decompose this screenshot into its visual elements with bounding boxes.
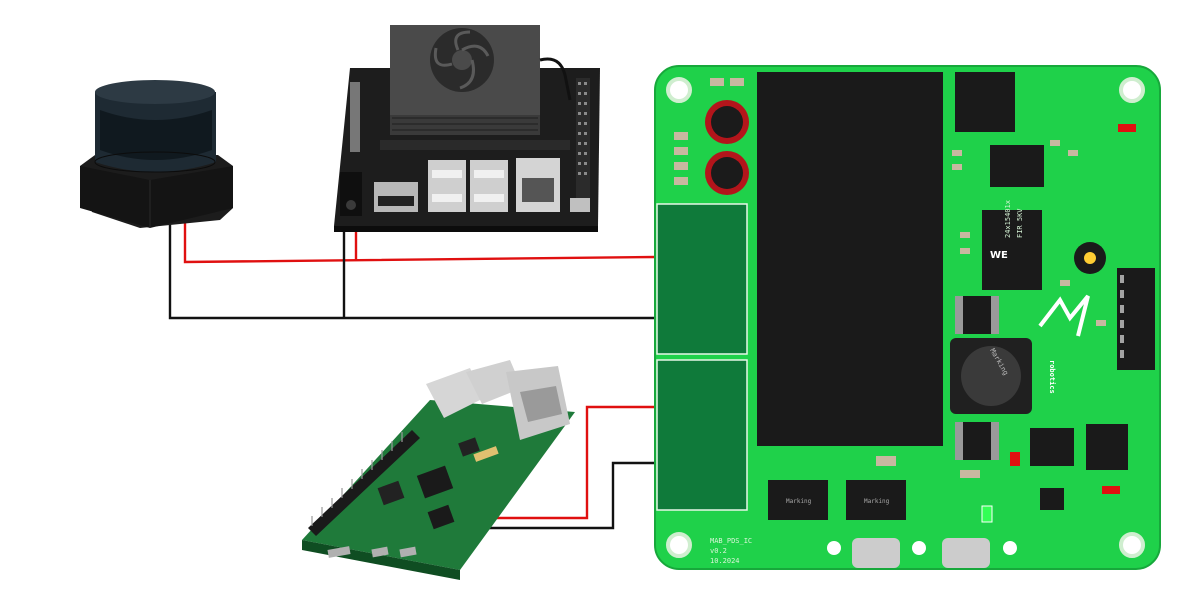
usb-stack-1 bbox=[426, 368, 484, 418]
lidar-positive-wire bbox=[183, 222, 656, 264]
diode-2-marking: Marking bbox=[864, 498, 890, 505]
usb-port-1 bbox=[428, 160, 466, 212]
module-logo: WE bbox=[990, 250, 1008, 261]
wiring bbox=[168, 218, 656, 530]
soc-chip bbox=[416, 465, 454, 499]
gpio-header-pins bbox=[578, 82, 587, 175]
board-name: MAB_PDS_IC bbox=[710, 537, 752, 545]
brand-name: robotics bbox=[1048, 360, 1056, 394]
board-version: v0.2 bbox=[710, 547, 727, 555]
connector-tab-2 bbox=[942, 538, 990, 568]
jetson-board bbox=[334, 25, 600, 232]
gpio-header bbox=[308, 430, 420, 536]
board-date: 10.2024 bbox=[710, 557, 740, 565]
module-isolation: FIR 5KV bbox=[1016, 208, 1024, 238]
module-part-number: 24x15401x bbox=[1004, 200, 1012, 238]
raspberry-pi-board bbox=[302, 360, 575, 580]
connector-tab-1 bbox=[852, 538, 900, 568]
raspberry-negative-wire bbox=[455, 461, 655, 530]
electrolytic-capacitors bbox=[705, 100, 749, 195]
lidar-negative-wire bbox=[168, 222, 655, 320]
diode-2 bbox=[846, 480, 906, 520]
usb-c-port bbox=[570, 198, 590, 212]
lidar-sensor bbox=[80, 80, 233, 228]
usb-port-2 bbox=[470, 160, 508, 212]
dcdc-module bbox=[757, 72, 943, 446]
isolated-converter bbox=[982, 210, 1042, 290]
raspberry-positive-wire bbox=[458, 405, 655, 520]
diode-1 bbox=[768, 480, 828, 520]
usb-stack-2 bbox=[466, 360, 522, 404]
power-input-jack bbox=[427, 504, 455, 530]
power-distribution-pcb: WE 24x15401x FIR 5KV Marking robotics bbox=[654, 65, 1161, 570]
mounting-holes bbox=[666, 77, 1145, 558]
diode-1-marking: Marking bbox=[786, 498, 812, 505]
status-led bbox=[981, 505, 993, 523]
robotics-logo-icon bbox=[1038, 294, 1090, 337]
dc-barrel-jack bbox=[340, 172, 362, 216]
input-terminal-pad-2 bbox=[656, 359, 748, 511]
input-terminal-pad-1 bbox=[656, 203, 748, 355]
